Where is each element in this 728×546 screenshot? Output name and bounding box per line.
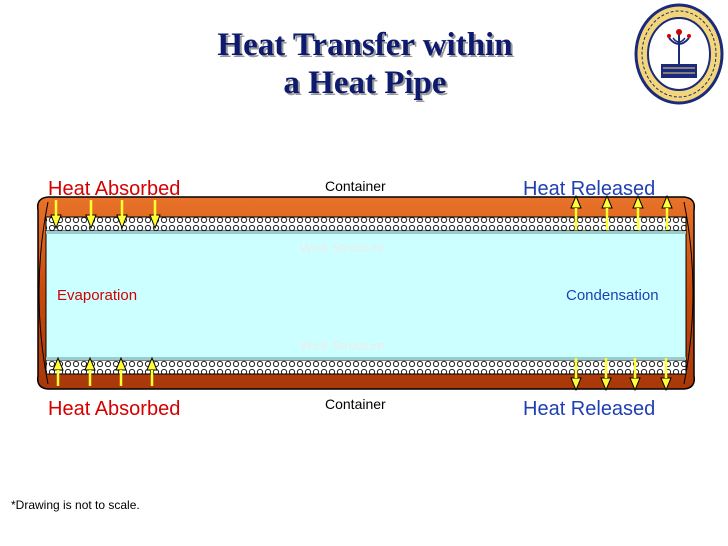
scale-footnote: *Drawing is not to scale. xyxy=(11,498,140,512)
heat-absorbed-bottom-label: Heat Absorbed xyxy=(48,398,181,420)
arrow-into-pipe-icon xyxy=(52,356,158,371)
wick-structure-bottom xyxy=(45,359,687,375)
vapor-core xyxy=(45,230,687,361)
wick-structure-top xyxy=(45,216,687,232)
title-line-1: Heat Transfer within xyxy=(217,27,513,63)
institution-seal-icon xyxy=(634,3,724,105)
evaporation-label: Evaporation xyxy=(57,287,138,304)
wick-structure-bottom-label: Wick Structure xyxy=(300,338,385,353)
container-bottom-label: Container xyxy=(325,396,386,412)
heat-absorbed-top-label: Heat Absorbed xyxy=(48,178,181,200)
heat-released-bottom-label: Heat Released xyxy=(523,398,656,420)
slide-title: Heat Transfer within a Heat Pipe xyxy=(150,26,580,102)
condensation-label: Condensation xyxy=(566,287,659,304)
wick-structure-top-label: Wick Structure xyxy=(300,240,385,255)
heat-released-top-label: Heat Released xyxy=(523,178,656,200)
title-line-2: a Heat Pipe xyxy=(283,65,447,101)
container-top-label: Container xyxy=(325,178,386,194)
